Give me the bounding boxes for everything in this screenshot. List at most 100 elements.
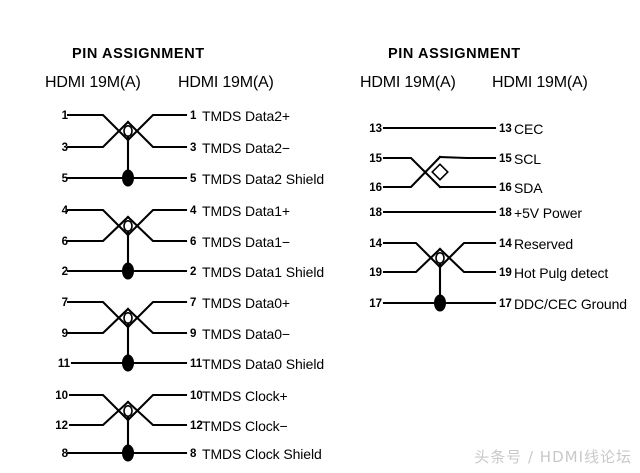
- left-section-title: PIN ASSIGNMENT: [72, 46, 205, 62]
- wire-r16-out: [382, 155, 442, 189]
- wire-l12-in: [126, 400, 188, 427]
- pin-left-9: 9: [62, 328, 68, 340]
- crossover-diamond-icon: [431, 163, 449, 181]
- signal-label-tmds-clock-plus: TMDS Clock+: [202, 388, 288, 404]
- pin-left-16: 16: [369, 182, 382, 194]
- pin-right-11: 11: [190, 358, 203, 370]
- pin-left-8: 8: [62, 448, 69, 460]
- right-section-title: PIN ASSIGNMENT: [388, 46, 521, 62]
- pin-left-7: 7: [62, 297, 68, 309]
- pin-left-14: 14: [369, 238, 382, 250]
- pin-right-18: 18: [499, 207, 512, 219]
- wire-l6-in: [126, 215, 188, 243]
- pin-right-8: 8: [190, 448, 197, 460]
- signal-label-tmds-data2-plus: TMDS Data2+: [202, 108, 290, 124]
- pin-left-2: 2: [62, 266, 68, 278]
- left-connector-header-source: HDMI 19M(A): [45, 74, 141, 91]
- pin-right-4: 4: [190, 205, 197, 217]
- group-tmds-clock: 10 10 TMDS Clock+ 12 12 TMDS Clock− 8 8 …: [55, 388, 322, 462]
- signal-label-reserved: Reserved: [514, 236, 573, 252]
- group-cec: 13 13 CEC: [369, 121, 543, 137]
- wire-r15-out: [382, 156, 442, 189]
- wire-r19-out: [382, 247, 442, 274]
- signal-label-tmds-data2-minus: TMDS Data2−: [202, 140, 290, 156]
- signal-label-scl: SCL: [514, 151, 541, 167]
- wire-l4-in: [126, 208, 188, 237]
- signal-label-tmds-data1-minus: TMDS Data1−: [202, 234, 290, 250]
- wire-r14-out: [382, 241, 442, 269]
- pin-right-16: 16: [499, 182, 512, 194]
- signal-label-sda: SDA: [514, 180, 543, 196]
- wire-l6-out: [66, 215, 130, 243]
- column-left: PIN ASSIGNMENT HDMI 19M(A) HDMI 19M(A) 1…: [45, 46, 324, 462]
- wire-l3-in: [126, 120, 188, 149]
- pin-right-17: 17: [499, 298, 512, 310]
- wire-r14-in: [438, 241, 497, 269]
- pin-left-15: 15: [369, 153, 382, 165]
- wire-r15-in: [438, 155, 497, 160]
- wire-l7-out: [66, 300, 130, 329]
- pin-right-5: 5: [190, 173, 197, 185]
- group-hot-plug-detect: 14 14 Reserved 19 19 Hot Pulg detect 17 …: [369, 236, 627, 312]
- pin-right-3: 3: [190, 142, 196, 154]
- pin-right-6: 6: [190, 236, 196, 248]
- pin-left-18: 18: [369, 207, 382, 219]
- right-connector-header-source: HDMI 19M(A): [360, 74, 456, 91]
- pin-left-10: 10: [55, 390, 68, 402]
- pin-right-7: 7: [190, 297, 196, 309]
- signal-label-tmds-data0-minus: TMDS Data0−: [202, 326, 290, 342]
- crossover-node-icon: [123, 125, 133, 138]
- wire-l3-out: [66, 120, 130, 149]
- shield-junction-icon: [122, 354, 134, 372]
- signal-label-cec: CEC: [514, 121, 543, 137]
- wire-r19-in: [438, 247, 497, 274]
- pin-right-12: 12: [190, 420, 203, 432]
- shield-junction-icon: [122, 169, 134, 187]
- pin-right-9: 9: [190, 328, 196, 340]
- pin-left-6: 6: [62, 236, 68, 248]
- wire-l7-in: [126, 300, 188, 329]
- wire-l12-out: [68, 400, 130, 427]
- pin-left-5: 5: [62, 173, 69, 185]
- crossover-node-icon: [123, 404, 133, 417]
- pin-left-19: 19: [369, 267, 382, 279]
- pin-right-15: 15: [499, 153, 512, 165]
- group-tmds-data0: 7 7 TMDS Data0+ 9 9 TMDS Data0− 11 11 TM…: [58, 295, 324, 372]
- signal-label-tmds-data2-shield: TMDS Data2 Shield: [202, 171, 324, 187]
- pin-right-2: 2: [190, 266, 196, 278]
- crossover-node-icon: [435, 252, 445, 265]
- signal-label-plus5v-power: +5V Power: [514, 205, 582, 221]
- pin-left-1: 1: [62, 110, 69, 122]
- watermark: 头条号 / HDMI线论坛: [474, 448, 632, 466]
- signal-label-hot-plug-detect: Hot Pulg detect: [514, 265, 608, 281]
- group-tmds-data2: 1 1 TMDS Data2+ 3 3 TMDS Data2− 5 5 TMDS…: [62, 108, 325, 187]
- signal-label-tmds-data0-shield: TMDS Data0 Shield: [202, 356, 324, 372]
- pin-right-13: 13: [499, 123, 512, 135]
- signal-label-tmds-clock-shield: TMDS Clock Shield: [202, 446, 322, 462]
- column-right: PIN ASSIGNMENT HDMI 19M(A) HDMI 19M(A) 1…: [360, 46, 627, 312]
- pin-right-14: 14: [499, 238, 512, 250]
- shield-junction-icon: [122, 444, 134, 462]
- pin-right-10: 10: [190, 390, 203, 402]
- shield-junction-icon: [122, 262, 134, 280]
- group-ddc: 15 15 SCL 16 16 SDA 18 18 +5V Power: [369, 151, 582, 221]
- wire-l1-in: [126, 113, 188, 142]
- pin-left-3: 3: [62, 142, 68, 154]
- signal-label-tmds-clock-minus: TMDS Clock−: [202, 418, 288, 434]
- pin-right-1: 1: [190, 110, 197, 122]
- pin-left-12: 12: [55, 420, 68, 432]
- left-connector-header-dest: HDMI 19M(A): [178, 74, 274, 91]
- wire-l10-out: [68, 393, 130, 422]
- ground-junction-icon: [434, 294, 446, 312]
- group-tmds-data1: 4 4 TMDS Data1+ 6 6 TMDS Data1− 2 2 TMDS…: [62, 203, 325, 280]
- wire-l4-out: [66, 208, 130, 237]
- wire-l9-in: [126, 307, 188, 335]
- signal-label-tmds-data1-shield: TMDS Data1 Shield: [202, 264, 324, 280]
- pin-left-17: 17: [369, 298, 382, 310]
- pin-left-13: 13: [369, 123, 382, 135]
- crossover-node-icon: [123, 311, 133, 324]
- wire-l9-out: [66, 307, 130, 335]
- signal-label-tmds-data1-plus: TMDS Data1+: [202, 203, 290, 219]
